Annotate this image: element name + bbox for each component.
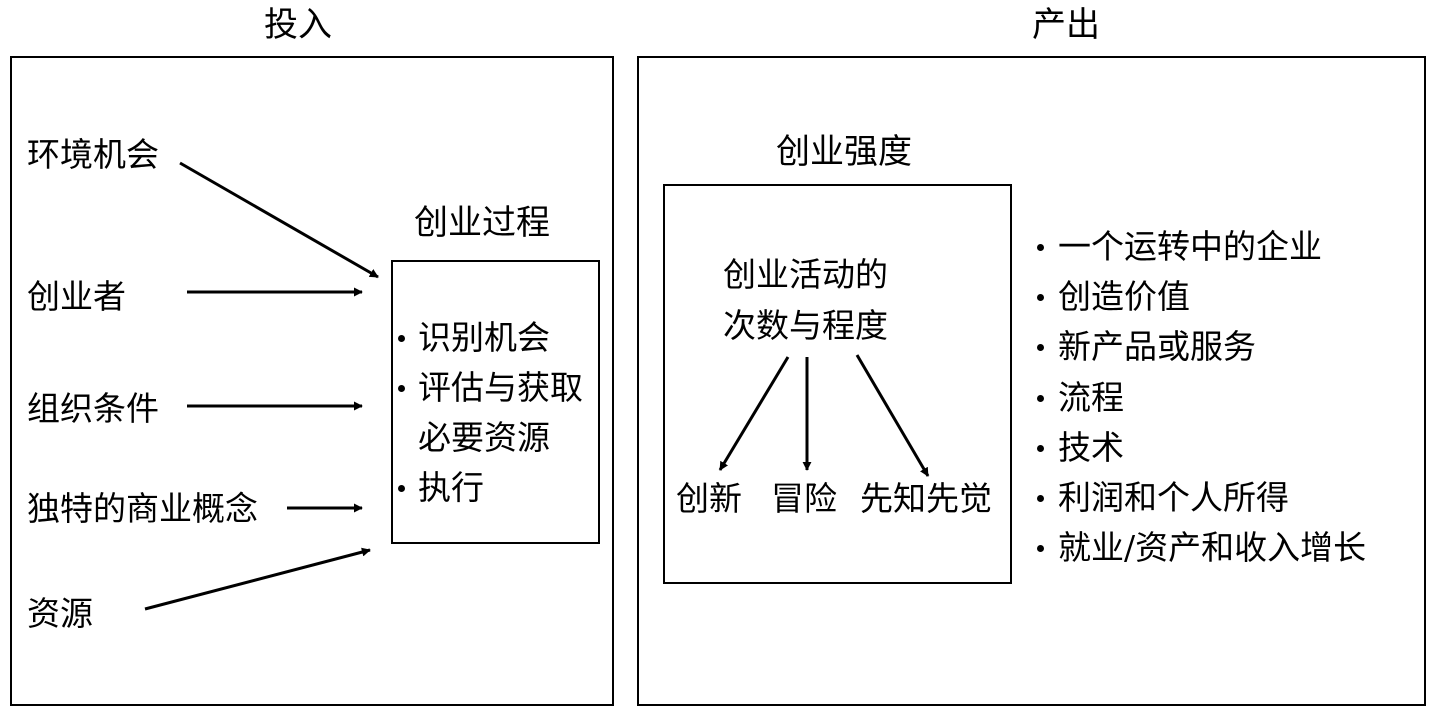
outcome-item: 技术 xyxy=(1037,423,1366,473)
process-step-text: 执行 xyxy=(418,468,484,507)
outcome-text: 新产品或服务 xyxy=(1058,327,1256,367)
bullet-icon xyxy=(1037,495,1044,503)
process-step-line: 识别机会 xyxy=(398,313,583,363)
bullet-icon xyxy=(1037,444,1044,452)
bullet-icon xyxy=(1037,244,1044,251)
outcome-item: 创造价值 xyxy=(1037,272,1366,322)
bullet-icon xyxy=(398,385,405,392)
process-step-line: 必要资源 xyxy=(418,413,583,463)
bullet-icon xyxy=(1037,545,1044,553)
process-box xyxy=(391,260,600,544)
outcome-item: 就业/资产和收入增长 xyxy=(1037,523,1367,573)
dimension-risk-taking: 冒险 xyxy=(771,479,837,518)
arrow-center-to-innovation xyxy=(718,356,790,471)
intensity-center-line-1: 创业活动的 xyxy=(723,255,888,294)
intensity-center-line-2: 次数与程度 xyxy=(723,306,888,345)
output-panel xyxy=(637,56,1426,706)
outcome-item: 新产品或服务 xyxy=(1037,322,1366,372)
outcome-item: 一个运转中的企业 xyxy=(1037,222,1366,272)
process-title: 创业过程 xyxy=(414,203,550,243)
factor-unique-business-concept: 独特的商业概念 xyxy=(27,489,258,528)
bullet-icon xyxy=(1037,394,1044,402)
outcome-text: 一个运转中的企业 xyxy=(1058,227,1322,266)
process-step-text: 评估与获取 xyxy=(418,368,583,407)
factor-entrepreneur: 创业者 xyxy=(27,277,126,316)
bullet-icon xyxy=(1037,344,1044,352)
process-step-text: 识别机会 xyxy=(418,318,550,357)
bullet-icon xyxy=(1037,294,1044,302)
outcome-item: 利润和个人所得 xyxy=(1037,473,1366,523)
dimension-innovation: 创新 xyxy=(676,479,742,518)
process-step-line: 评估与获取 xyxy=(398,363,583,413)
arrow-resources-to-process xyxy=(144,547,371,611)
bullet-icon xyxy=(398,485,405,492)
outcome-text: 技术 xyxy=(1058,427,1124,467)
arrow-center-to-foresight xyxy=(855,354,930,477)
outcome-item: 流程 xyxy=(1037,373,1366,423)
intensity-title: 创业强度 xyxy=(776,132,912,172)
process-step-text: 必要资源 xyxy=(418,418,550,457)
input-title: 投入 xyxy=(264,5,332,45)
dimension-foresight: 先知先觉 xyxy=(860,479,992,518)
bullet-icon xyxy=(398,335,405,342)
factor-environment-opportunity: 环境机会 xyxy=(27,135,159,174)
outcome-text: 利润和个人所得 xyxy=(1058,478,1289,518)
arrow-environment-to-process xyxy=(179,161,379,279)
intensity-box xyxy=(663,184,1012,584)
process-steps: 识别机会评估与获取必要资源执行 xyxy=(398,313,583,513)
outcome-text: 流程 xyxy=(1058,377,1124,417)
outcomes-list: 一个运转中的企业创造价值新产品或服务流程技术利润和个人所得就业/资产和收入增长 xyxy=(1037,222,1367,573)
outcome-text: 就业/资产和收入增长 xyxy=(1058,528,1367,568)
outcome-text: 创造价值 xyxy=(1058,277,1190,317)
factor-resources: 资源 xyxy=(27,594,93,633)
factor-organizational-conditions: 组织条件 xyxy=(27,389,159,428)
input-panel xyxy=(10,56,614,706)
process-step-line: 执行 xyxy=(398,463,583,513)
output-title: 产出 xyxy=(1032,5,1100,45)
